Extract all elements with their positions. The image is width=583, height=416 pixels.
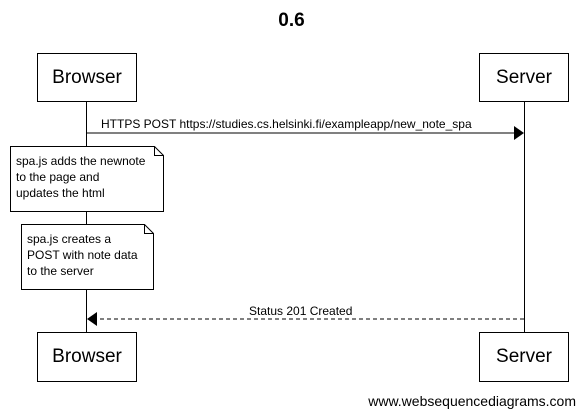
post-request-arrowhead bbox=[514, 126, 524, 140]
note-line: POST with note data bbox=[27, 248, 138, 262]
diagram-title: 0.6 bbox=[278, 10, 305, 31]
note-shape bbox=[21, 224, 154, 290]
server-lifeline bbox=[524, 102, 525, 332]
note-line: spa.js adds the newnote bbox=[16, 154, 146, 168]
note-line: to the page and bbox=[16, 170, 100, 184]
server-participant-top: Server bbox=[479, 53, 569, 102]
note-adds-newnote: spa.js adds the newnote to the page and … bbox=[10, 146, 164, 212]
server-participant-bottom: Server bbox=[479, 332, 569, 382]
note-line: to the server bbox=[27, 264, 94, 278]
status-response-arrowhead bbox=[87, 312, 97, 326]
note-line: updates the html bbox=[16, 186, 105, 200]
footer-credit: www.websequencediagrams.com bbox=[368, 393, 576, 409]
status-response-label: Status 201 Created bbox=[249, 304, 353, 318]
note-text: spa.js creates a POST with note data to … bbox=[27, 231, 138, 279]
note-creates-post: spa.js creates a POST with note data to … bbox=[21, 224, 154, 290]
note-text: spa.js adds the newnote to the page and … bbox=[16, 153, 145, 201]
note-shape bbox=[10, 146, 164, 212]
note-line: spa.js creates a bbox=[27, 232, 112, 246]
browser-lifeline bbox=[86, 102, 87, 332]
browser-participant-bottom: Browser bbox=[37, 332, 137, 382]
browser-participant-top: Browser bbox=[37, 53, 137, 102]
post-request-label: HTTPS POST https://studies.cs.helsinki.f… bbox=[101, 117, 472, 131]
